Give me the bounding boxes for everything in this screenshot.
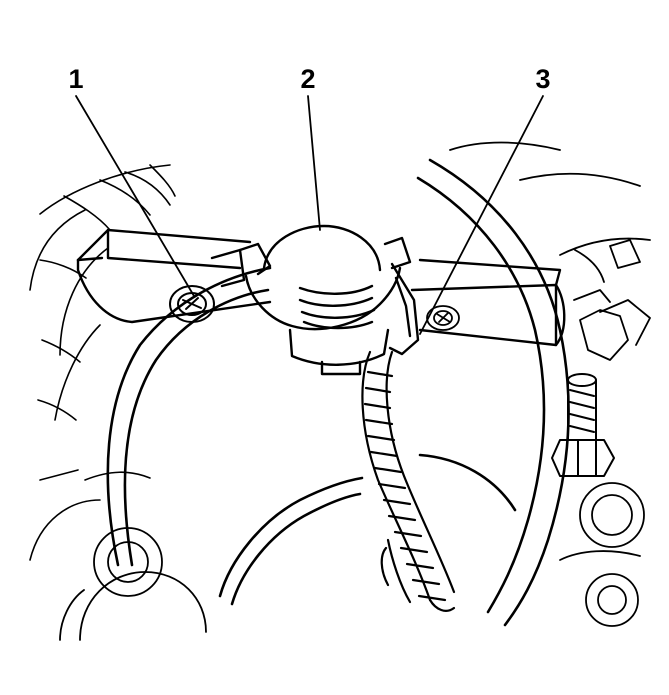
right-lower-rings: [559, 482, 645, 627]
left-housing-background: [29, 164, 176, 561]
callout-3-label: 3: [535, 64, 550, 94]
mounting-bracket: [76, 228, 566, 347]
bracket-screw: [169, 285, 215, 323]
callout-1-label: 1: [68, 64, 83, 94]
callout-2-label: 2: [300, 64, 315, 94]
wire-harness: [361, 350, 456, 612]
housing-bore: [106, 158, 570, 627]
leader-lines: [75, 95, 544, 335]
lower-left-boss: [59, 527, 207, 641]
leader-line-3: [419, 95, 544, 335]
right-housing-background: [449, 141, 651, 361]
hex-bolt: [551, 373, 615, 477]
sensor-clip: [210, 224, 420, 376]
leader-line-2: [307, 95, 321, 231]
leader-line-1: [75, 95, 195, 297]
right-screw: [426, 305, 460, 331]
